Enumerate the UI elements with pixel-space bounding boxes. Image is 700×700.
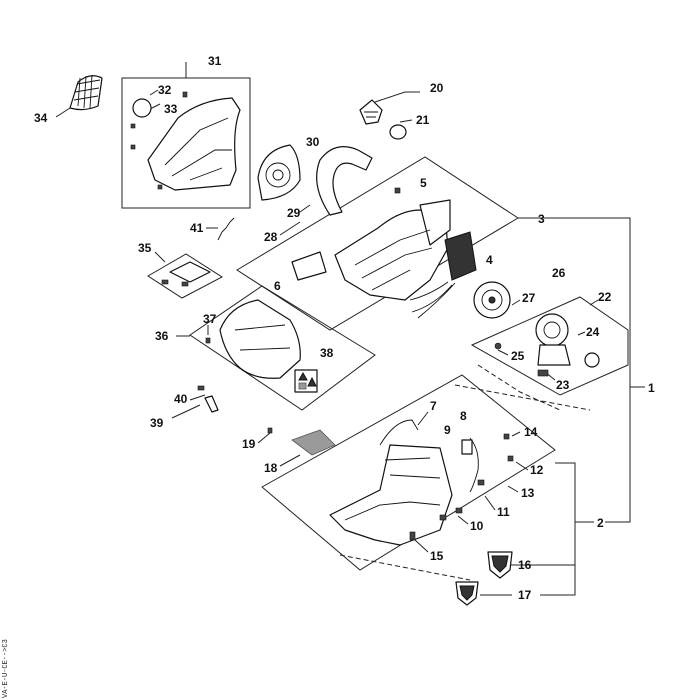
callout-38: 38	[320, 346, 334, 360]
fitting-part	[359, 99, 407, 140]
callout-39: 39	[150, 416, 164, 430]
ignition-module-part	[409, 231, 477, 319]
leader-27	[511, 299, 521, 306]
callout-1: 1	[648, 381, 655, 395]
leader-32	[149, 89, 159, 96]
callout-5: 5	[420, 176, 427, 190]
callout-19: 19	[242, 437, 256, 451]
callout-numbers: 1234567891011121314151617181920212223242…	[34, 54, 655, 602]
shroud-part	[205, 299, 301, 379]
bolt-part-40	[197, 385, 219, 413]
bracket-2	[540, 462, 576, 596]
callout-22: 22	[598, 290, 612, 304]
callout-36: 36	[155, 329, 169, 343]
group-dash-2	[454, 384, 591, 411]
leader-21	[399, 119, 413, 123]
callout-27: 27	[522, 291, 536, 305]
callout-30: 30	[306, 135, 320, 149]
callout-14: 14	[524, 425, 538, 439]
callout-20: 20	[430, 81, 444, 95]
filter-part-9	[461, 439, 473, 455]
callout-12: 12	[530, 463, 544, 477]
callout-8: 8	[460, 409, 467, 423]
callout-10: 10	[470, 519, 484, 533]
callout-17: 17	[518, 588, 532, 602]
callout-35: 35	[138, 241, 152, 255]
bracket-20	[374, 91, 420, 103]
callout-13: 13	[521, 486, 535, 500]
main-housing-part	[291, 187, 451, 301]
callout-3: 3	[538, 212, 545, 226]
clutch-part	[494, 313, 600, 377]
top-cover-part	[130, 91, 241, 191]
air-filter-part	[69, 74, 103, 111]
group-box-22	[470, 296, 629, 396]
callout-40: 40	[174, 392, 188, 406]
callout-21: 21	[416, 113, 430, 127]
callout-15: 15	[430, 549, 444, 563]
handle-tube-part	[316, 146, 373, 216]
callout-16: 16	[518, 558, 532, 572]
warning-label-part	[294, 369, 318, 393]
callout-26: 26	[552, 266, 566, 280]
group-box-2	[261, 374, 556, 571]
callout-32: 32	[158, 83, 172, 97]
group-dash-1	[477, 364, 561, 411]
leader-10	[457, 515, 469, 525]
leader-18	[279, 454, 301, 467]
leader-24	[577, 331, 586, 336]
leader-28	[279, 221, 301, 236]
shield-label-17	[455, 581, 479, 606]
cover-disc	[132, 98, 152, 118]
callout-37: 37	[203, 312, 217, 326]
spring-part-41	[217, 217, 235, 241]
leader-25	[497, 349, 509, 356]
callout-41: 41	[190, 221, 204, 235]
group-dash-3	[339, 554, 471, 581]
leader-12	[515, 461, 529, 471]
callout-9: 9	[444, 423, 451, 437]
leader-7	[417, 411, 429, 426]
callout-2: 2	[597, 516, 604, 530]
leader-29	[299, 204, 311, 213]
leader-14	[511, 431, 521, 437]
leader-15	[414, 539, 429, 553]
flywheel-part	[473, 281, 511, 319]
group-box-31	[121, 77, 251, 209]
housing-plate	[291, 251, 327, 281]
bracket-1	[520, 217, 631, 523]
callout-6: 6	[274, 279, 281, 293]
callout-24: 24	[586, 325, 600, 339]
callout-33: 33	[164, 102, 178, 116]
small-parts-35	[161, 261, 211, 287]
callout-23: 23	[556, 378, 570, 392]
callout-34: 34	[34, 111, 48, 125]
callout-28: 28	[264, 230, 278, 244]
shield-label-16	[487, 551, 513, 579]
group-box-36	[189, 285, 376, 411]
callout-29: 29	[287, 206, 301, 220]
callout-11: 11	[497, 505, 510, 519]
leader-22	[589, 299, 599, 306]
callout-18: 18	[264, 461, 278, 475]
leader-34	[55, 107, 71, 118]
callout-4: 4	[486, 253, 493, 267]
leader-11	[484, 495, 496, 511]
gasket-part	[291, 429, 336, 456]
crankcase-part	[267, 419, 514, 546]
callout-7: 7	[430, 399, 437, 413]
starter-housing-part	[257, 144, 301, 201]
drawing-code: VA-E-U-CE-->C3	[2, 639, 10, 698]
callout-31: 31	[208, 54, 222, 68]
leader-40	[189, 394, 206, 401]
callout-25: 25	[511, 349, 525, 363]
leader-35	[154, 251, 166, 263]
leader-19	[257, 432, 271, 444]
leader-13	[507, 485, 519, 493]
leader-39	[171, 404, 201, 419]
group-box-35	[147, 253, 223, 299]
